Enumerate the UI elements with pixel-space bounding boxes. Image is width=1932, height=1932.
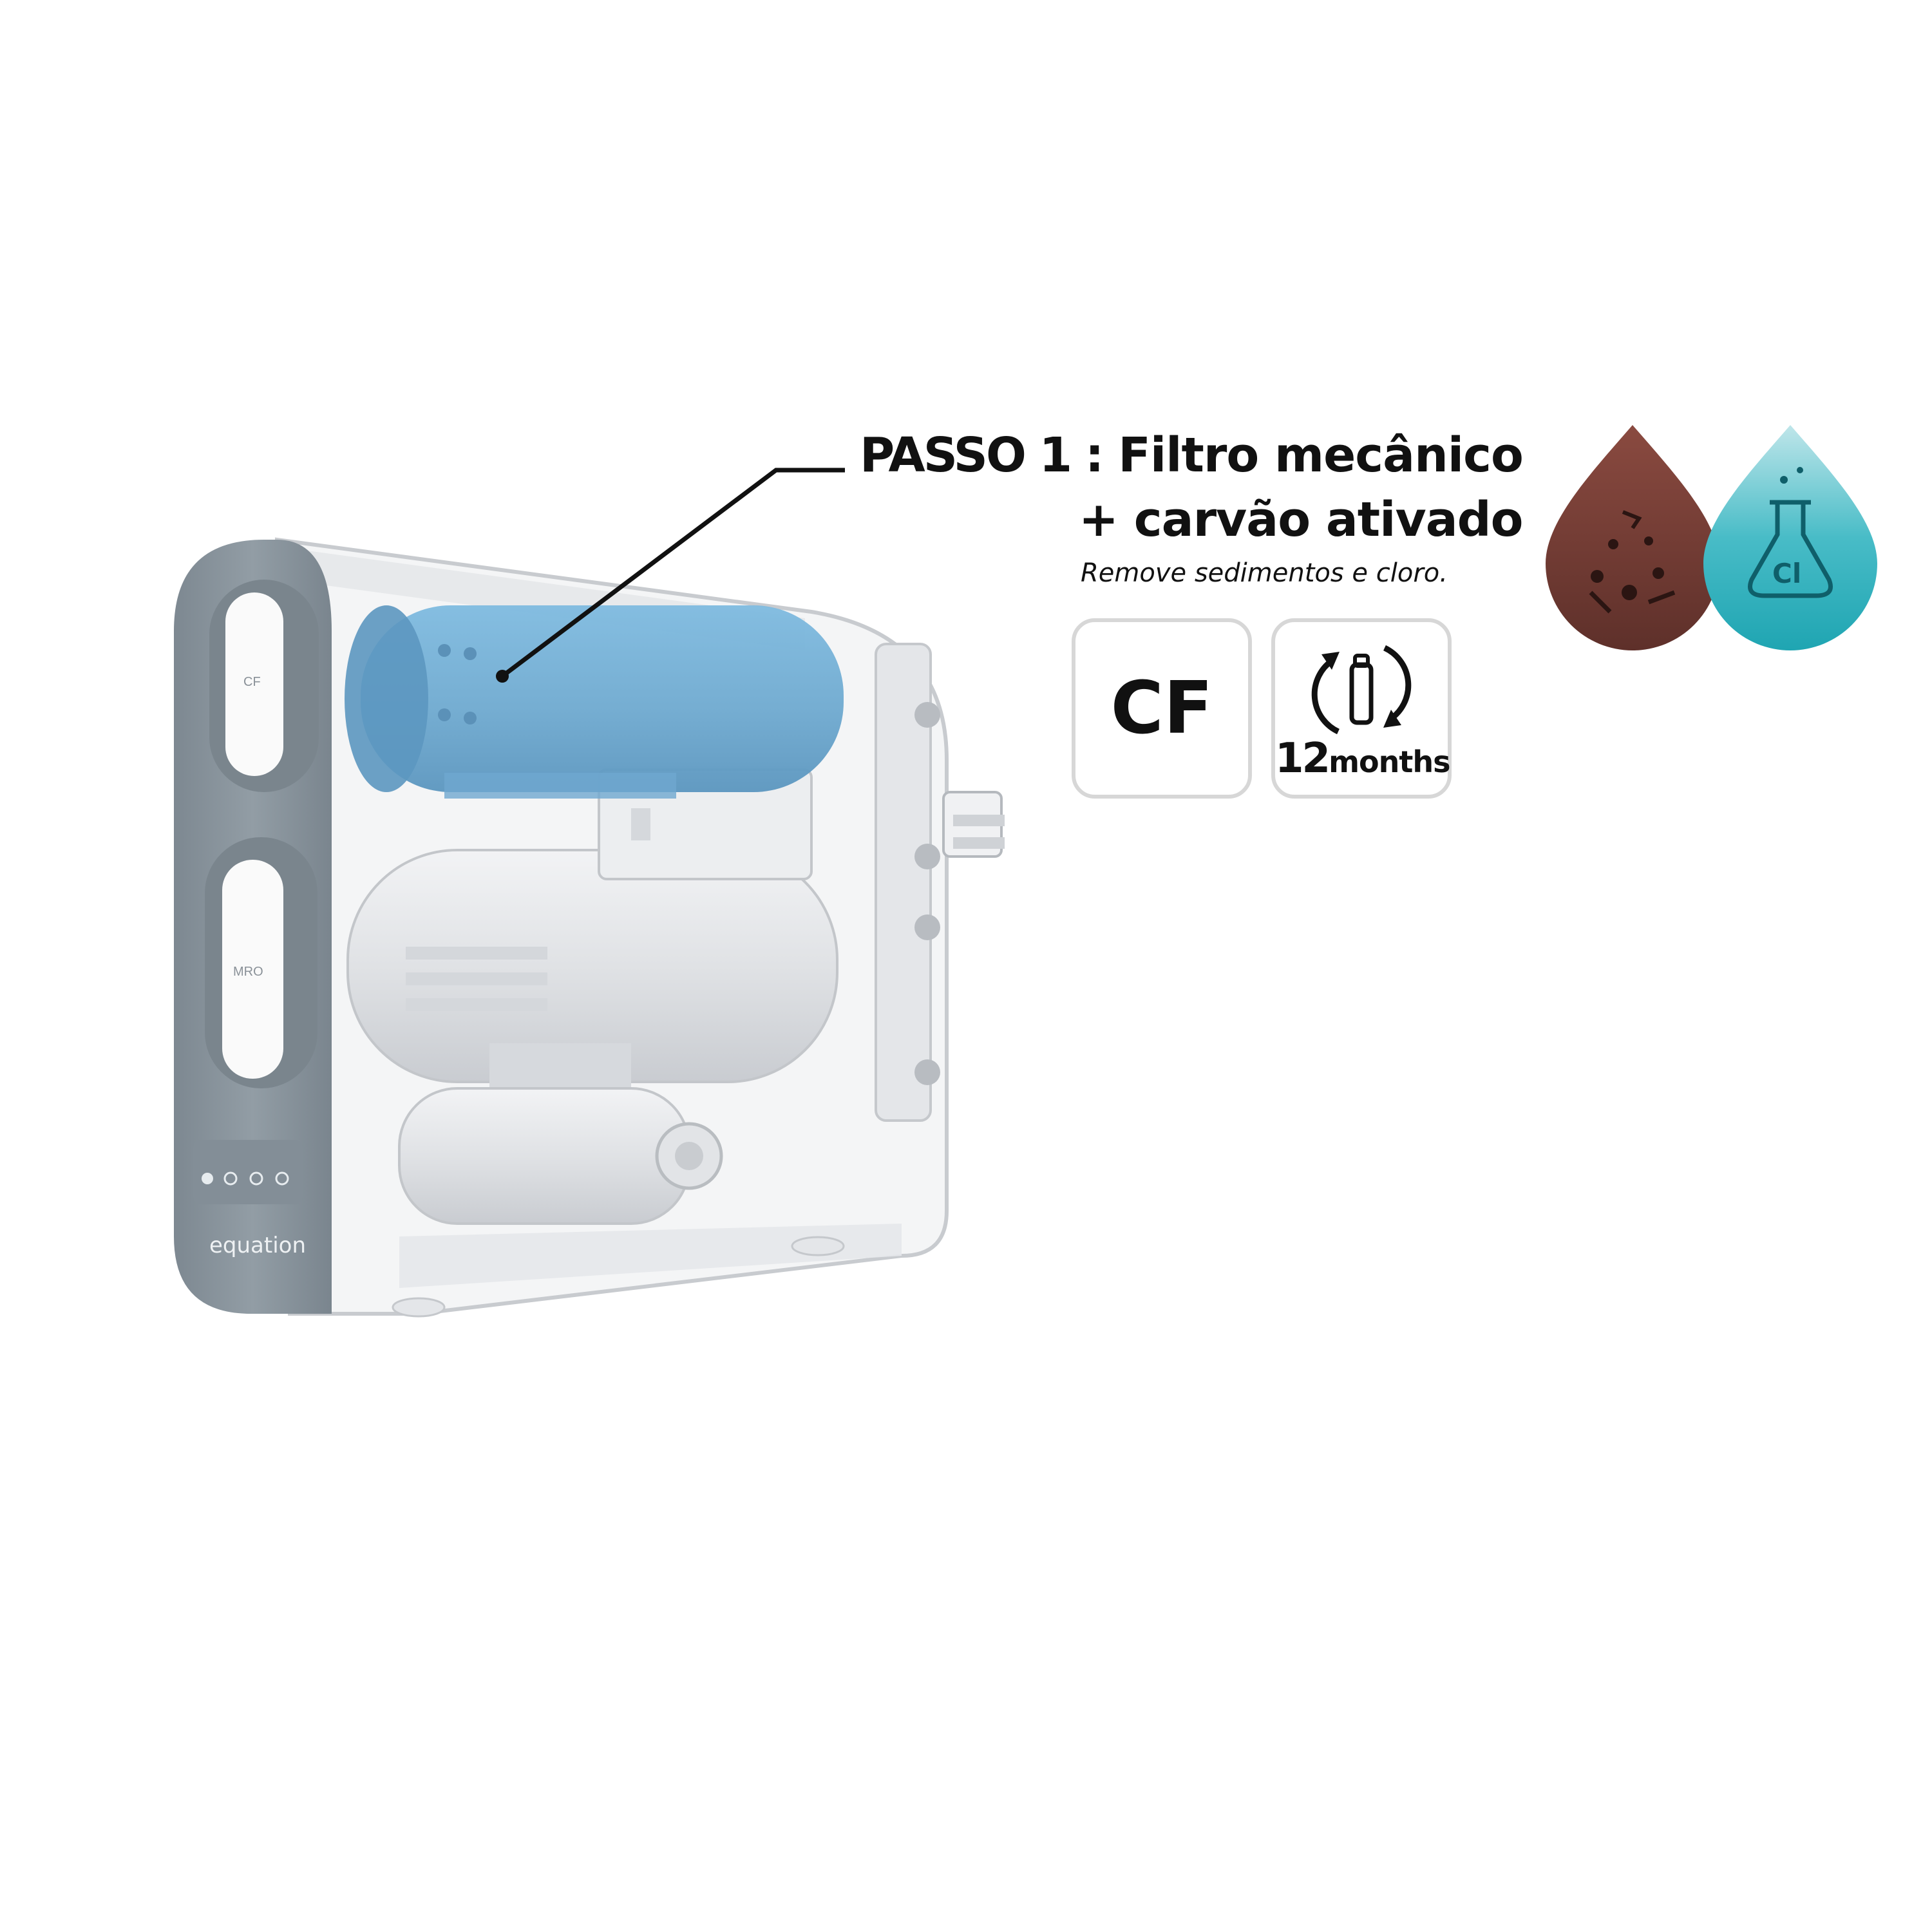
feet [392, 1236, 845, 1318]
interval-unit: months [1329, 744, 1450, 779]
mro-cartridge [346, 849, 838, 1101]
title-line-1: Filtro mecânico [1118, 428, 1524, 483]
interval-number: 12 [1275, 735, 1331, 782]
sediment-drop-icon [1546, 425, 1719, 650]
fittings [875, 643, 1005, 1122]
replace-cycle-icon [1311, 645, 1412, 735]
pump [398, 1087, 723, 1225]
callout-description: Remove sedimentos e cloro. [1081, 558, 1448, 588]
filter-code-badge: CF [1072, 618, 1252, 799]
callout-title: PASSO 1 : Filtro mecânico [860, 431, 1524, 479]
step-label: PASSO 1 : [860, 428, 1104, 483]
front-panel: CF MRO equation [174, 540, 332, 1314]
callout-leader-dot [496, 670, 509, 683]
callout-leader-line [500, 468, 845, 678]
title-line-2: + carvão ativado [1079, 492, 1523, 547]
highlighted-cf-filter [345, 605, 844, 799]
cartridge-label-cf: CF [243, 675, 261, 689]
filter-code-text: CF [1110, 667, 1213, 750]
chlorine-symbol: Cl [1772, 558, 1801, 589]
replacement-interval-badge: 12months [1271, 618, 1452, 799]
interval-label: 12months [1275, 735, 1450, 782]
chlorine-drop-icon: Cl [1703, 425, 1877, 650]
cartridge-label-mro: MRO [233, 965, 263, 979]
brand-logo: equation [209, 1233, 306, 1258]
